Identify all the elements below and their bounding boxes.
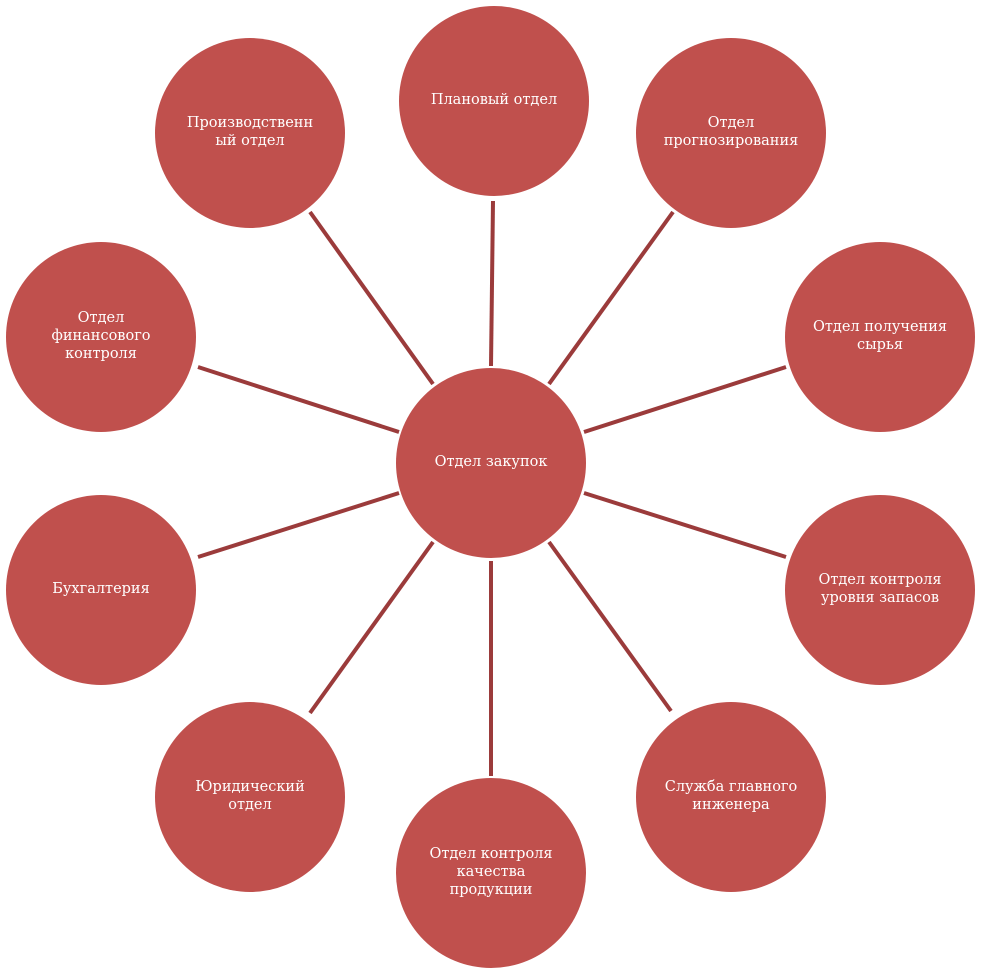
connector-account — [197, 491, 400, 559]
node-label: Отдел финансового контроля — [51, 310, 151, 362]
connector-stock — [583, 491, 787, 559]
connector-legal — [308, 540, 435, 715]
center-node-label: Отдел закупок — [434, 454, 548, 471]
node-stock-control-department: Отдел контроля уровня запасов — [785, 495, 975, 685]
connector-raw — [583, 365, 787, 434]
node-quality-control-department: Отдел контроля качества продукции — [396, 778, 586, 968]
node-legal-department: Юридический отдел — [155, 702, 345, 892]
node-label: Отдел получения сырья — [812, 319, 948, 353]
node-label: Плановый отдел — [430, 92, 558, 109]
node-accounting: Бухгалтерия — [6, 495, 196, 685]
node-label: Отдел контроля качества продукции — [429, 846, 553, 898]
node-label: Отдел контроля уровня запасов — [818, 572, 942, 606]
connector-forecast — [547, 210, 675, 386]
node-label: Отдел прогнозирования — [663, 115, 799, 149]
node-financial-control-department: Отдел финансового контроля — [6, 242, 196, 432]
node-chief-engineer-service: Служба главного инженера — [636, 702, 826, 892]
connector-finance — [197, 365, 400, 434]
node-label: Производственн ый отдел — [186, 115, 314, 149]
node-label: Служба главного инженера — [664, 779, 798, 813]
connector-planning — [489, 200, 495, 367]
node-label: Юридический отдел — [195, 779, 305, 813]
node-raw-materials-department: Отдел получения сырья — [785, 242, 975, 432]
node-forecasting-department: Отдел прогнозирования — [636, 38, 826, 228]
node-production-department: Производственн ый отдел — [155, 38, 345, 228]
center-node-purchasing: Отдел закупок — [396, 368, 586, 558]
connector-product — [308, 210, 435, 386]
node-planning-department: Плановый отдел — [399, 6, 589, 196]
node-label: Бухгалтерия — [52, 581, 150, 598]
connector-engineer — [547, 540, 673, 713]
